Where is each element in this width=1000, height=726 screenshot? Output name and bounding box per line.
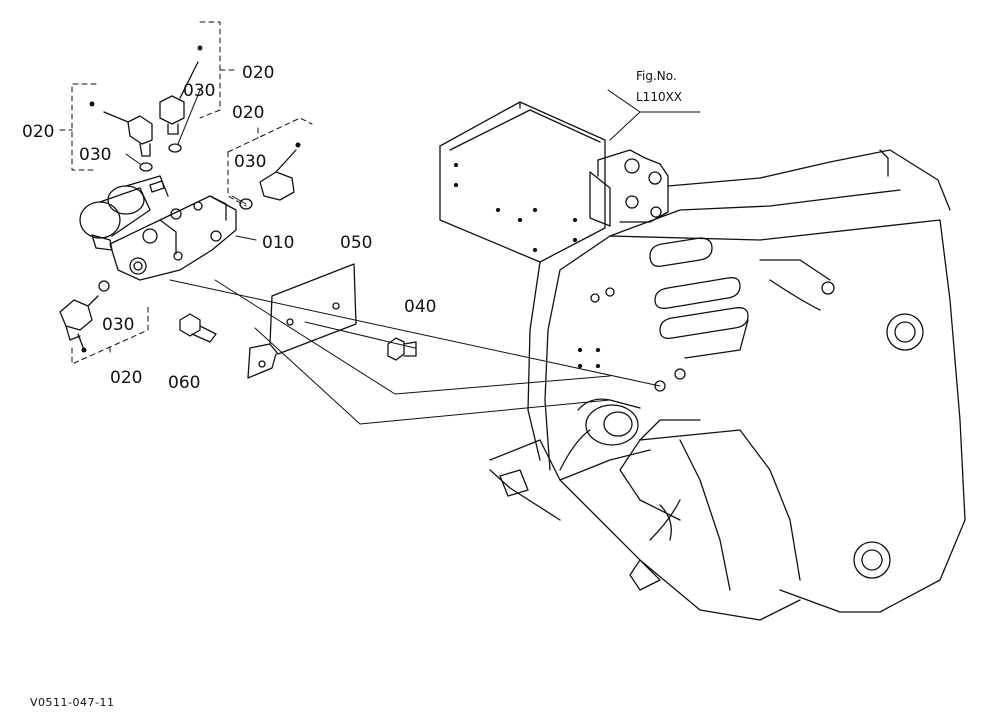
pipe-end-dots	[81, 45, 301, 353]
callout-010: 010	[262, 233, 294, 253]
callout-050: 050	[340, 233, 372, 253]
callout-020-top: 020	[242, 63, 274, 83]
callout-060: 060	[168, 373, 200, 393]
callout-040: 040	[404, 297, 436, 317]
callout-030-left: 030	[79, 145, 111, 165]
fig-no-label: Fig.No.	[636, 69, 677, 83]
label-leaders	[125, 89, 257, 241]
callout-030-right: 030	[234, 152, 266, 172]
callout-020-right: 020	[232, 103, 264, 123]
callout-020-bottom: 020	[110, 368, 142, 388]
part-callouts: 020 030 020 030 020 030 010 050 040 030 …	[22, 63, 436, 393]
callout-030-bottom: 030	[102, 315, 134, 335]
leader-lines	[169, 89, 701, 425]
fig-no-number: L110XX	[636, 90, 682, 104]
valve-assembly	[59, 61, 417, 379]
callout-030-top: 030	[183, 81, 215, 101]
callout-020-left: 020	[22, 122, 54, 142]
drawing-code: V0511-047-11	[30, 696, 114, 709]
figure-reference: Fig.No. L110XX	[636, 69, 682, 104]
loader-frame	[439, 101, 966, 621]
